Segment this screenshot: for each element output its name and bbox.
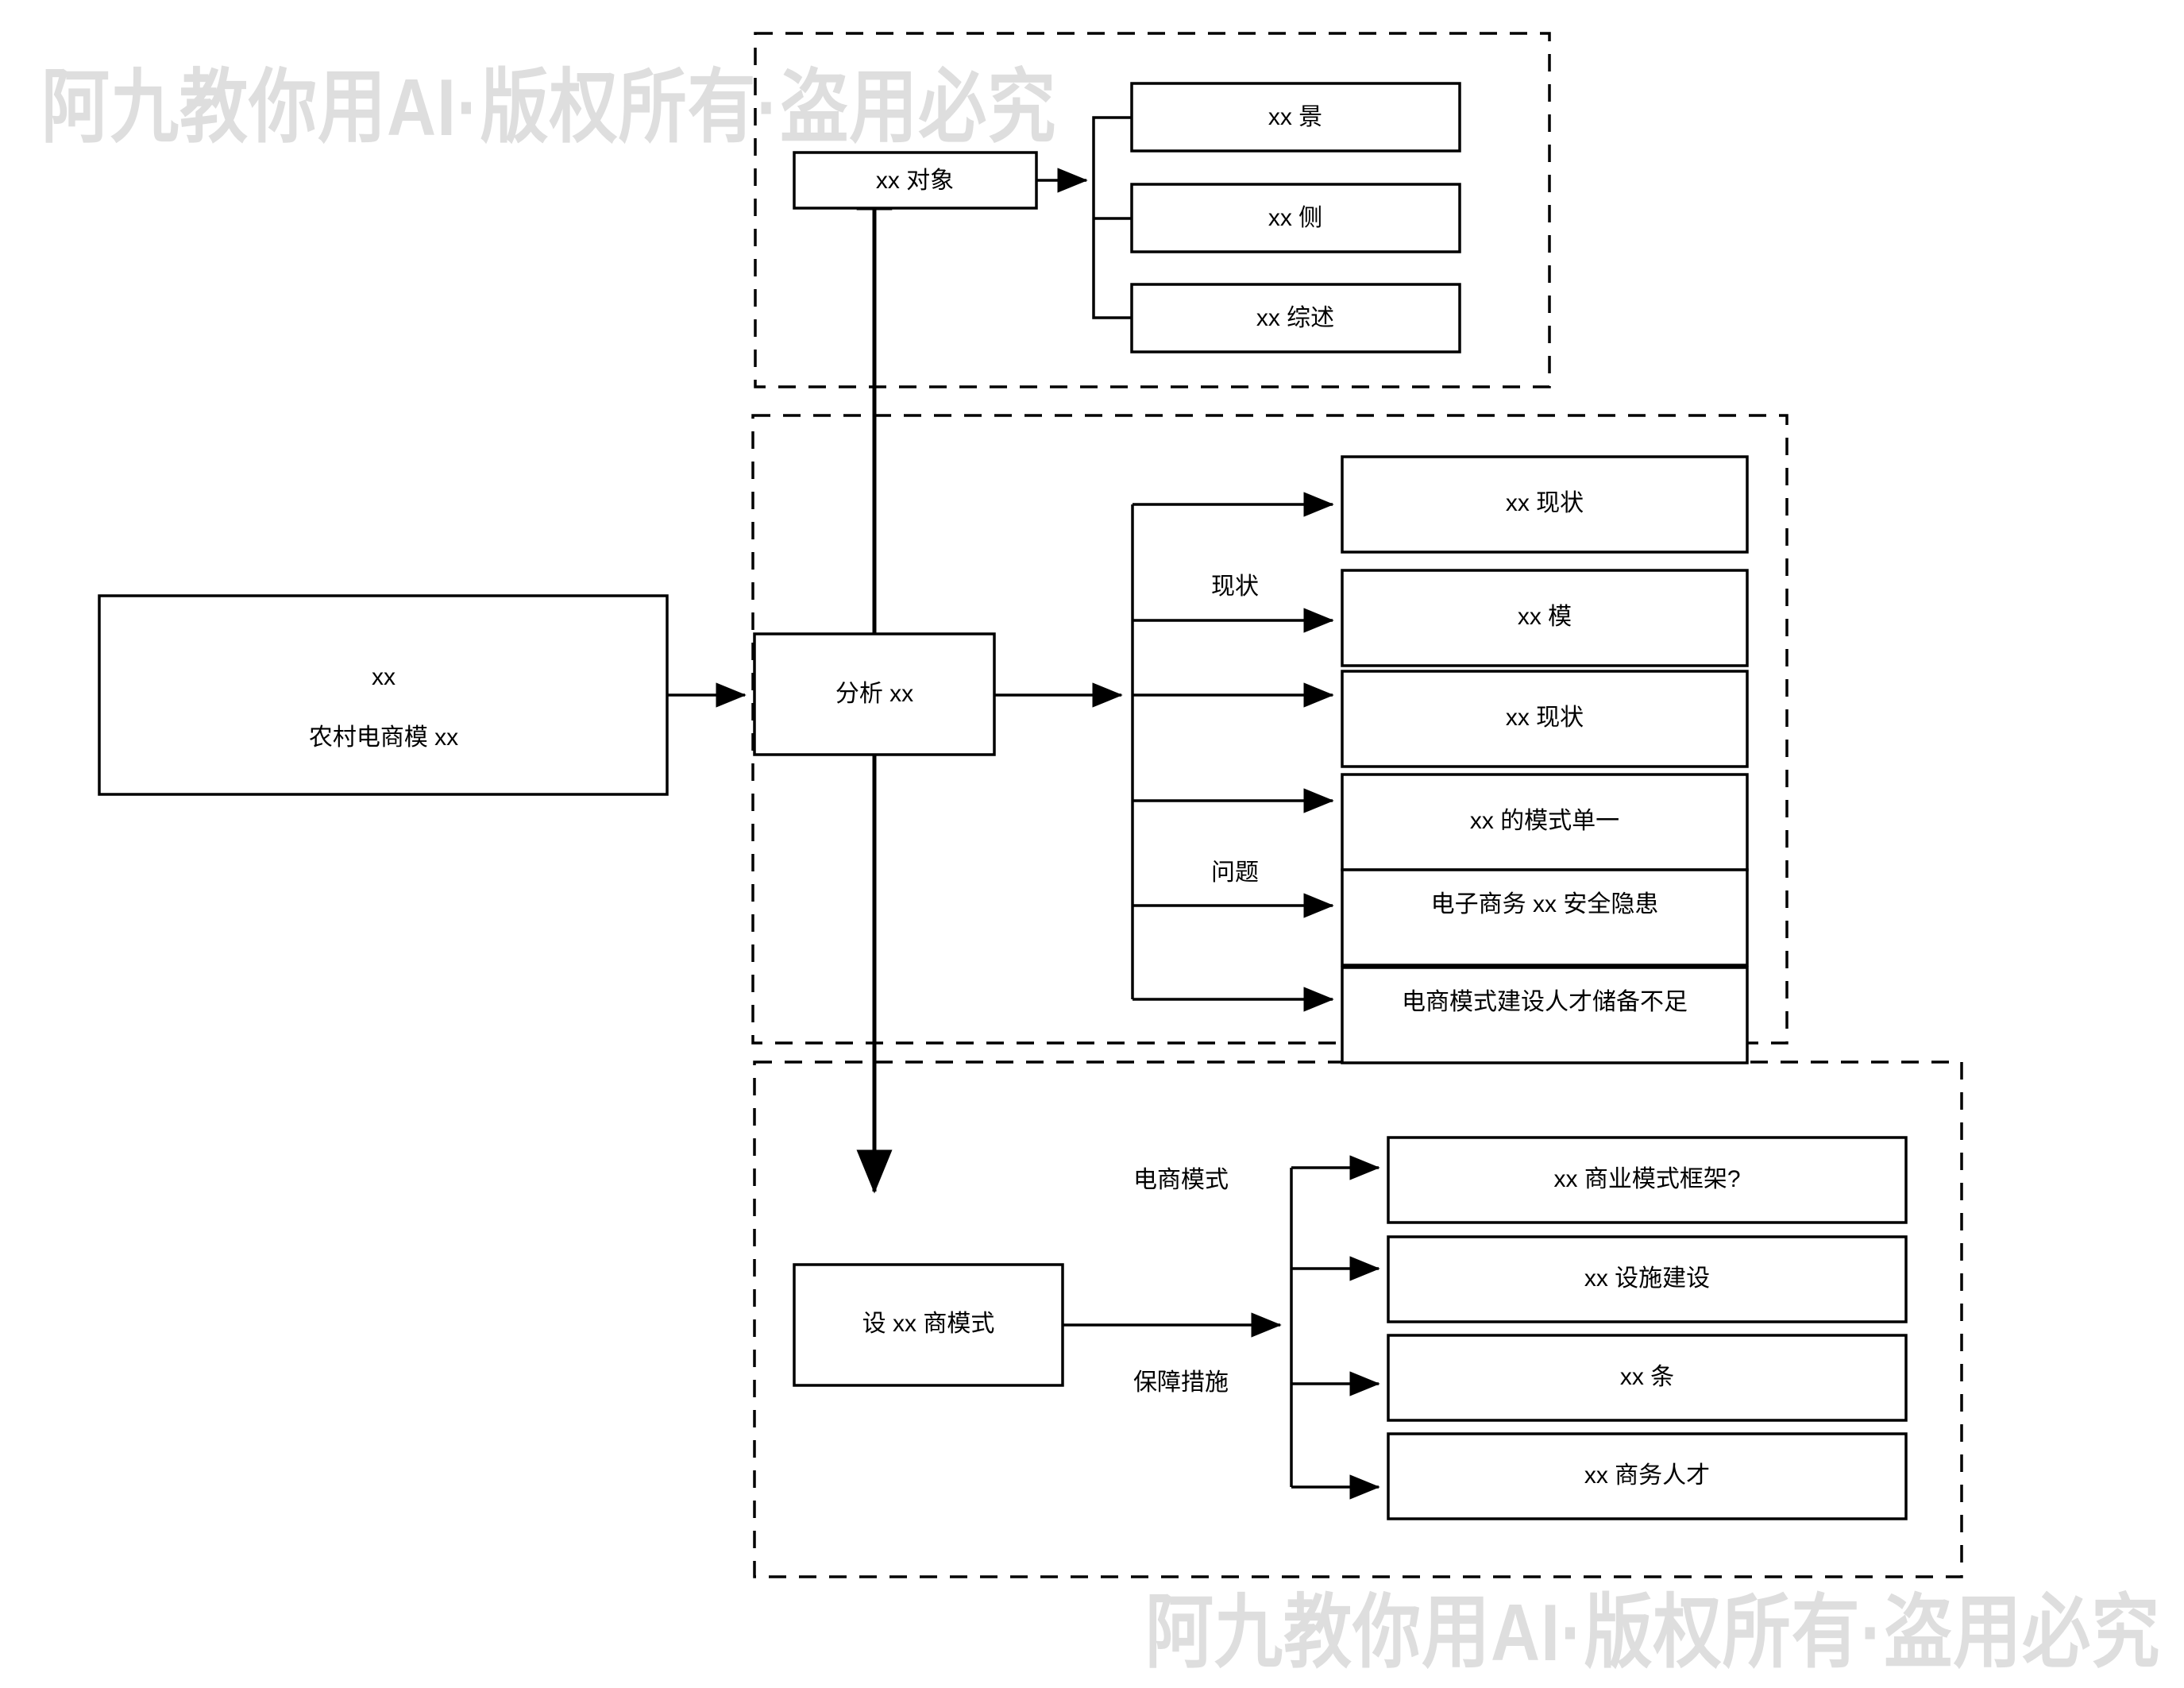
watermark-bottom: 阿九教你用AI·版权所有·盗用必究 <box>1145 1588 2161 1678</box>
node-design-child-1-label: xx 设施建设 <box>1584 1265 1710 1292</box>
node-design-root-label: 设 xx 商模式 <box>862 1311 995 1337</box>
node-analysis-child-2-label: xx 现状 <box>1506 705 1584 731</box>
node-object-root[interactable] <box>793 151 1038 210</box>
node-root-box[interactable] <box>98 594 669 796</box>
node-design-child-2-label: xx 条 <box>1620 1364 1674 1390</box>
bracket-object <box>1092 116 1132 319</box>
node-design-child-3[interactable] <box>1387 1432 1908 1520</box>
group-container-analysis <box>751 414 1788 1045</box>
node-design-child-1[interactable] <box>1387 1235 1908 1323</box>
node-design-child-0-label: xx 商业模式框架? <box>1553 1166 1740 1192</box>
node-design-root[interactable] <box>793 1263 1064 1387</box>
node-analysis-child-0-label: xx 现状 <box>1506 490 1584 516</box>
node-object-root-label: xx 对象 <box>876 168 954 194</box>
node-object-child-0-label: xx 景 <box>1268 104 1322 130</box>
node-object-child-1-label: xx 侧 <box>1268 205 1322 231</box>
node-analysis-child-1[interactable] <box>1341 569 1749 667</box>
node-root-line2: 农村电商模 xx <box>309 724 458 751</box>
node-analysis-child-3-label: xx 的模式单一 <box>1470 808 1619 834</box>
node-object-child-0[interactable] <box>1130 82 1461 153</box>
node-analysis-child-3[interactable] <box>1341 773 1749 871</box>
node-analysis-root-label: 分析 xx <box>835 681 913 707</box>
edge-label-design-top: 电商模式 <box>1133 1167 1229 1193</box>
node-design-child-2[interactable] <box>1387 1334 1908 1422</box>
node-design-child-0[interactable] <box>1387 1136 1908 1224</box>
node-analysis-child-4[interactable] <box>1341 868 1749 967</box>
node-analysis-root[interactable] <box>753 632 996 756</box>
node-analysis-child-4-label: 电子商务 xx 安全隐患 <box>1431 891 1659 917</box>
edge-label-design-bottom: 保障措施 <box>1133 1369 1229 1396</box>
node-analysis-child-5[interactable] <box>1341 966 1749 1064</box>
node-root-line1: xx <box>372 664 396 690</box>
node-analysis-child-1-label: xx 模 <box>1518 604 1572 630</box>
node-analysis-child-0[interactable] <box>1341 455 1749 554</box>
watermark-top: 阿九教你用AI·版权所有·盗用必究 <box>41 63 1057 153</box>
edge-label-analysis-top: 现状 <box>1211 574 1259 600</box>
group-container-object <box>754 32 1551 388</box>
node-analysis-child-2[interactable] <box>1341 670 1749 768</box>
node-object-child-2-label: xx 综述 <box>1256 305 1334 331</box>
edge-label-analysis-bottom: 问题 <box>1211 859 1259 886</box>
node-design-child-3-label: xx 商务人才 <box>1584 1462 1710 1489</box>
node-object-child-2[interactable] <box>1130 283 1461 353</box>
node-object-child-1[interactable] <box>1130 183 1461 253</box>
node-analysis-child-5-label: 电商模式建设人才储备不足 <box>1402 989 1688 1015</box>
